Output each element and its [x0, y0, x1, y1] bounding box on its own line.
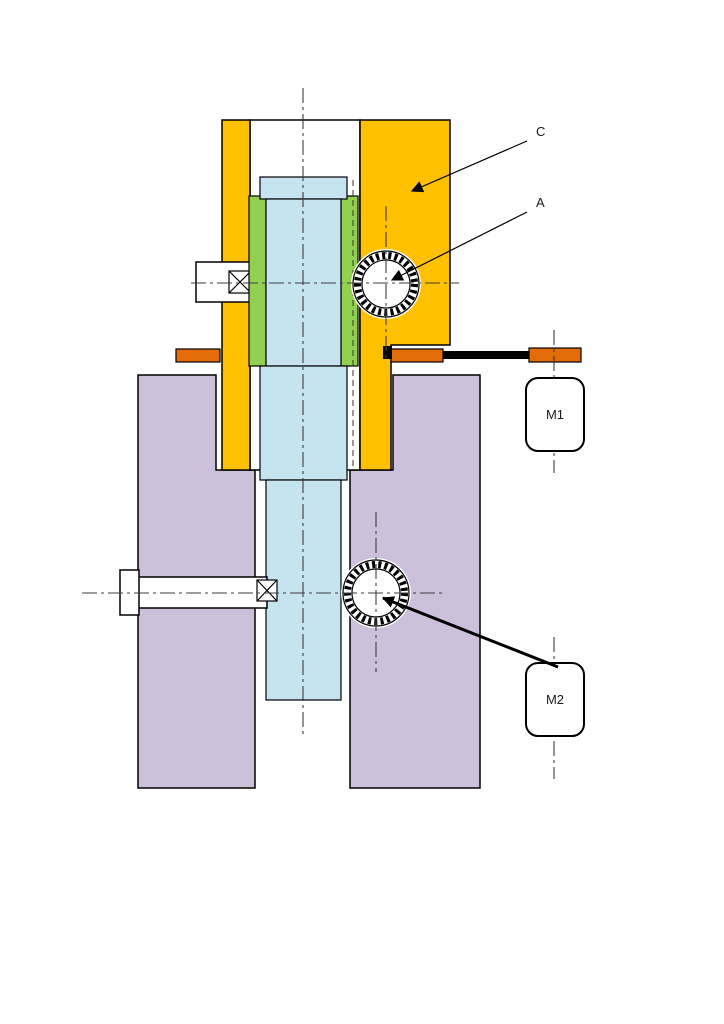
motor1-drive-link	[443, 351, 529, 359]
callouts: C A	[381, 124, 559, 669]
leader-c	[410, 140, 528, 193]
motor2-body	[525, 662, 585, 737]
clamp-bar-motor1	[528, 347, 582, 363]
clamp-bar-right	[390, 348, 444, 363]
upper-side-bearing-housing	[195, 261, 252, 303]
callout-label-c: C	[536, 124, 545, 139]
motor1-body	[525, 377, 585, 452]
sleeve-assembly	[248, 195, 359, 367]
clamp-bars	[175, 346, 582, 363]
leader-a	[390, 211, 528, 281]
bearing-cross-lines-lower	[256, 579, 278, 602]
clamp-bar-left	[175, 348, 221, 363]
sleeve-left	[248, 195, 267, 367]
motor2: M2	[525, 662, 585, 737]
small-key-block	[383, 346, 392, 359]
motor1: M1	[525, 377, 585, 452]
motor2-label: M2	[546, 692, 564, 707]
lower-housing-right	[349, 374, 481, 789]
motor1-label: M1	[546, 407, 564, 422]
callout-label-a: A	[536, 195, 545, 210]
spindle-shaft	[259, 176, 354, 701]
leader-motor2	[381, 596, 559, 669]
bearing-cross-lines-upper	[228, 270, 252, 294]
